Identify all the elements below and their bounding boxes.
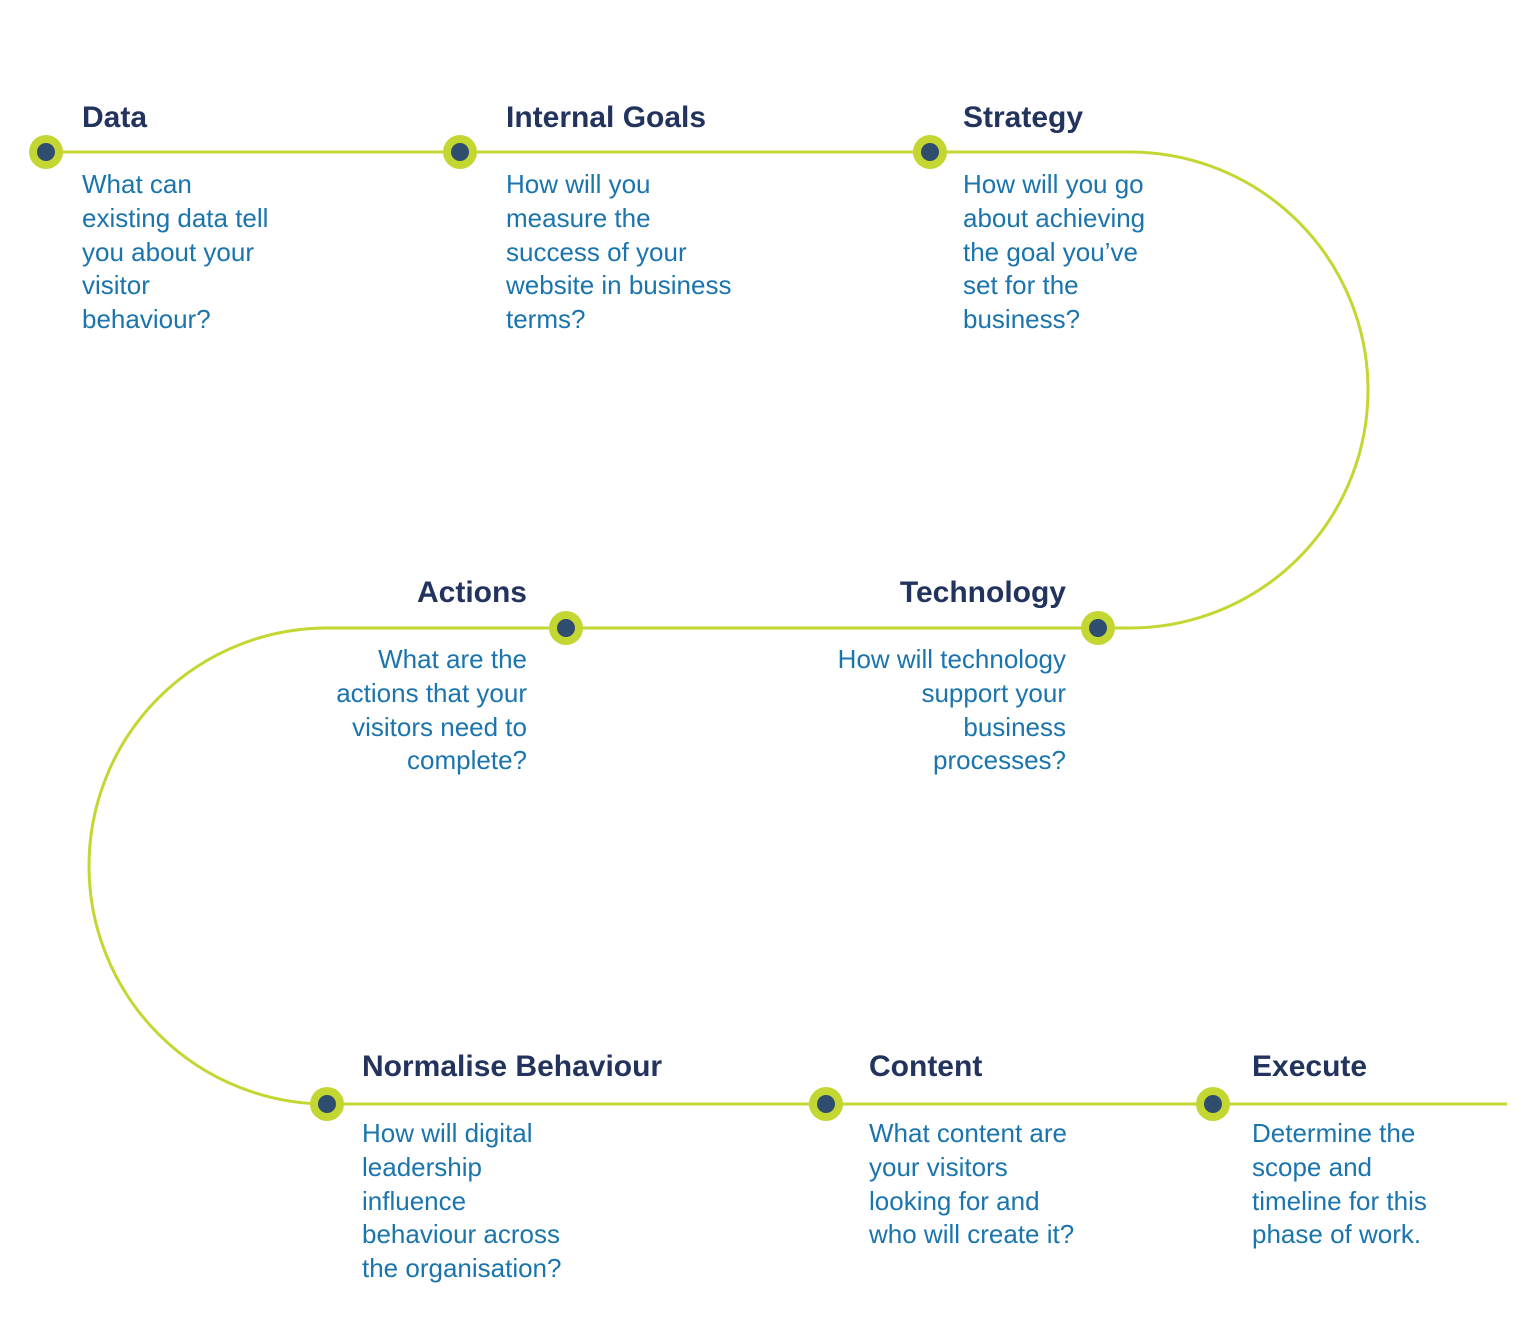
step-title: Internal Goals bbox=[506, 101, 707, 134]
node-center bbox=[451, 143, 469, 161]
step-description: What can existing data tell you about yo… bbox=[82, 169, 269, 335]
node-center bbox=[1089, 619, 1107, 637]
step-title: Content bbox=[869, 1050, 983, 1083]
node-execute bbox=[1196, 1087, 1230, 1121]
serpentine-path-line bbox=[46, 150, 1507, 1106]
step-title: Actions bbox=[416, 576, 527, 609]
node-center bbox=[921, 143, 939, 161]
node-normalise-behaviour bbox=[310, 1087, 344, 1121]
node-technology bbox=[1081, 611, 1115, 645]
step-title: Data bbox=[82, 101, 148, 134]
node-actions bbox=[549, 611, 583, 645]
step-actions: Actions What are the actions that your v… bbox=[227, 575, 527, 778]
step-description: How will technology support your busines… bbox=[837, 644, 1066, 776]
node-center bbox=[37, 143, 55, 161]
step-title: Normalise Behaviour bbox=[362, 1050, 663, 1083]
node-content bbox=[809, 1087, 843, 1121]
step-data: Data What can existing data tell you abo… bbox=[82, 100, 382, 337]
node-center bbox=[1204, 1095, 1222, 1113]
step-description: Determine the scope and timeline for thi… bbox=[1252, 1118, 1427, 1250]
step-title: Strategy bbox=[963, 101, 1084, 134]
node-data bbox=[29, 135, 63, 169]
step-internal-goals: Internal Goals How will you measure the … bbox=[506, 100, 806, 337]
step-title: Technology bbox=[899, 576, 1066, 609]
node-center bbox=[318, 1095, 336, 1113]
step-description: How will you measure the success of your… bbox=[506, 169, 732, 335]
step-strategy: Strategy How will you go about achieving… bbox=[963, 100, 1263, 337]
node-center bbox=[817, 1095, 835, 1113]
step-content: Content What content are your visitors l… bbox=[869, 1049, 1169, 1252]
step-execute: Execute Determine the scope and timeline… bbox=[1252, 1049, 1539, 1252]
node-internal-goals bbox=[443, 135, 477, 169]
step-description: What are the actions that your visitors … bbox=[336, 644, 527, 776]
node-center bbox=[557, 619, 575, 637]
step-description: How will you go about achieving the goal… bbox=[963, 169, 1146, 335]
step-technology: Technology How will technology support y… bbox=[766, 575, 1066, 778]
step-description: How will digital leadership influence be… bbox=[362, 1118, 562, 1284]
step-description: What content are your visitors looking f… bbox=[869, 1118, 1075, 1250]
step-title: Execute bbox=[1252, 1050, 1368, 1083]
node-strategy bbox=[913, 135, 947, 169]
step-normalise-behaviour: Normalise Behaviour How will digital lea… bbox=[362, 1049, 662, 1286]
